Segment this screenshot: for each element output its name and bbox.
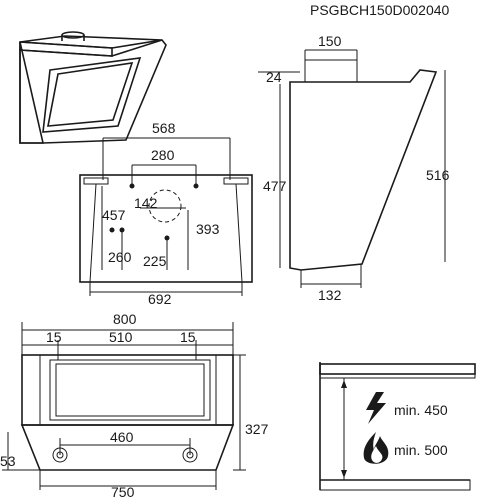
dim-150: 150 xyxy=(318,33,342,49)
dim-327: 327 xyxy=(245,421,269,437)
hood-perspective-sketch xyxy=(19,31,167,144)
dim-393: 393 xyxy=(196,221,220,237)
dim-225: 225 xyxy=(143,253,167,269)
dim-460: 460 xyxy=(110,429,134,445)
dim-692: 692 xyxy=(148,291,172,307)
cooktop-clearance-view: min. 450 min. 500 xyxy=(319,362,476,491)
flame-icon xyxy=(363,432,389,464)
front-view: 800 15 510 15 460 327 53 750 xyxy=(0,311,269,500)
electric-clearance-label: min. 450 xyxy=(394,402,448,418)
dim-510: 510 xyxy=(109,329,133,345)
side-view: 150 24 477 516 132 xyxy=(258,33,450,303)
gas-clearance-label: min. 500 xyxy=(394,442,448,458)
dim-568: 568 xyxy=(152,120,176,136)
dim-15-right: 15 xyxy=(180,329,196,345)
dim-280: 280 xyxy=(151,147,175,163)
dim-15-left: 15 xyxy=(46,329,62,345)
dim-132: 132 xyxy=(318,287,342,303)
wall-mounting-view: 568 280 457 142 393 260 225 692 xyxy=(79,120,253,307)
dim-516: 516 xyxy=(426,167,450,183)
dim-142: 142 xyxy=(134,195,158,211)
dim-800: 800 xyxy=(113,311,137,327)
dim-260: 260 xyxy=(108,249,132,265)
dim-477: 477 xyxy=(263,178,287,194)
dim-750: 750 xyxy=(111,484,135,500)
lightning-icon xyxy=(366,392,386,424)
dim-457: 457 xyxy=(102,207,126,223)
document-code: PSGBCH150D002040 xyxy=(310,2,450,18)
dim-24: 24 xyxy=(266,69,282,85)
dim-53: 53 xyxy=(0,453,16,469)
